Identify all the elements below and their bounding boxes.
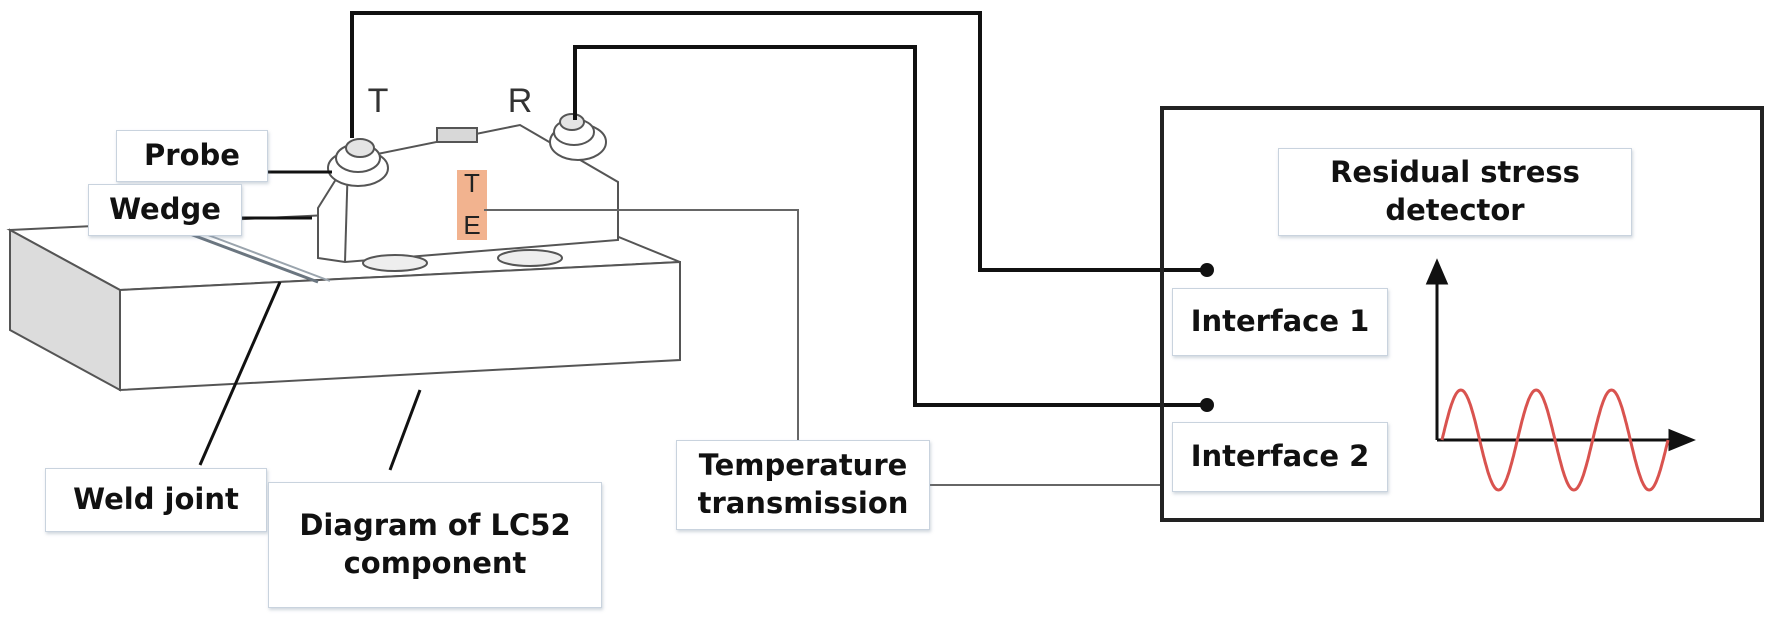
y-axis-arrow [1425, 258, 1449, 285]
interface-2-label: Interface 2 [1172, 422, 1388, 492]
lc52-leader [388, 389, 422, 471]
probe-label: Probe [116, 130, 268, 182]
interface-1-terminal [1200, 263, 1214, 277]
interface-1-label: Interface 1 [1172, 288, 1388, 356]
receiver-probe [549, 113, 607, 161]
weld-joint-label: Weld joint [45, 468, 267, 532]
wedge-foot-left [362, 254, 428, 272]
probe-mark-receiver: R [508, 82, 533, 120]
weld-joint-leader [198, 281, 282, 466]
residual-stress-detector-label: Residual stress detector [1278, 148, 1632, 236]
wedge-label: Wedge [88, 184, 242, 236]
lc52-component-label: Diagram of LC52 component [268, 482, 602, 608]
sensor-mark-bottom: E [463, 210, 480, 240]
cable-receiver [573, 45, 1205, 407]
detector-box [1160, 106, 1764, 522]
cable-transmitter [350, 11, 1205, 272]
sensor-mark-top: T [464, 168, 480, 198]
wedge-foot-right [497, 249, 563, 267]
interface-2-terminal [1200, 398, 1214, 412]
cable-temperature [484, 209, 799, 440]
weld-seam [189, 231, 331, 284]
wedge-top-slot [436, 127, 478, 143]
sine-wave [1440, 388, 1670, 492]
temperature-transmission-label: Temperature transmission [676, 440, 930, 530]
transmitter-probe [327, 138, 389, 187]
x-axis-arrow [1668, 428, 1696, 452]
temperature-sensor [457, 170, 487, 240]
probe-mark-transmitter: T [368, 82, 389, 120]
block-side-face [9, 228, 121, 392]
